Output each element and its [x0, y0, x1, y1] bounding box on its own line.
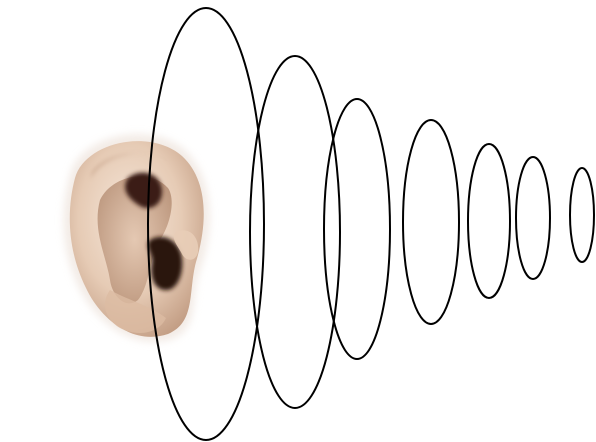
- ear-icon: [63, 134, 209, 342]
- sound-wave-ring-5: [468, 144, 510, 298]
- sound-wave-ring-7: [570, 168, 594, 262]
- sound-waves: [148, 8, 594, 440]
- sound-wave-ring-4: [403, 120, 459, 324]
- sound-wave-ring-6: [516, 157, 550, 279]
- sound-wave-ring-3: [324, 99, 390, 359]
